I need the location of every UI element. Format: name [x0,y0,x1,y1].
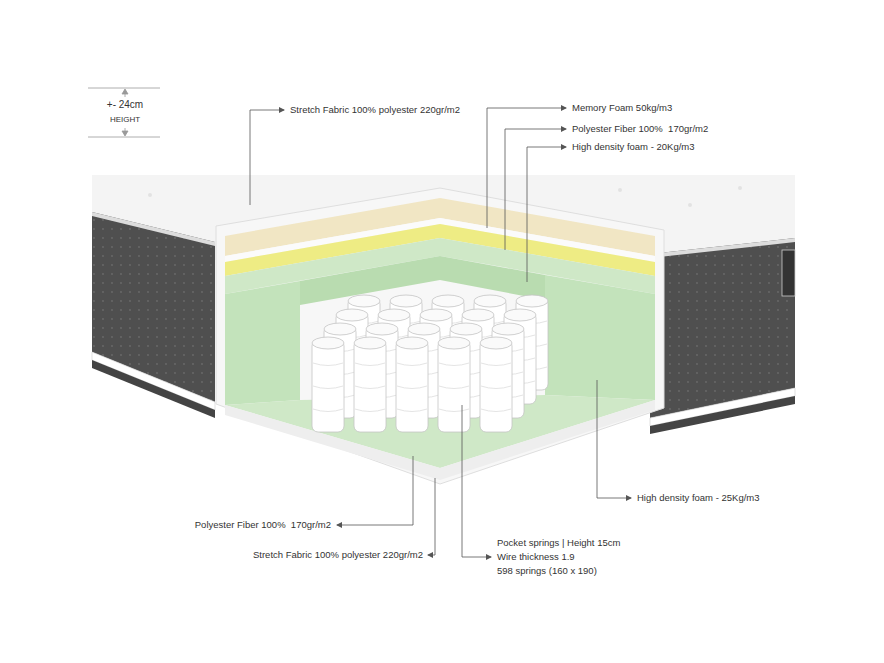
spring-part [396,337,428,349]
callout-label: Polyester Fiber 100% 170gr/m2 [572,123,708,135]
spring-part [336,309,368,321]
spring-part [324,323,356,335]
spring-part [397,409,427,412]
callout-label: High density foam - 25Kg/m3 [637,492,760,504]
spring-part [480,340,512,432]
spring-part [390,295,422,307]
spring-part [397,363,427,366]
spring-part [366,323,398,335]
spring-part [462,309,494,321]
spring-part [504,309,536,321]
spring-part [438,340,470,432]
spring-part [474,295,506,307]
spring-part [355,409,385,412]
spring-part [354,337,386,349]
callout-label: Memory Foam 50kg/m3 [572,102,672,114]
callout-label: Stretch Fabric 100% polyester 220gr/m2 [253,549,423,561]
spring-part [355,386,385,389]
spring-part [408,323,440,335]
callout-label: Polyester Fiber 100% 170gr/m2 [195,519,331,531]
spring-part [480,337,512,349]
dimension-label: HEIGHT [110,114,140,126]
pocket-springs [312,295,548,432]
spring-part [312,337,344,349]
spring-part [312,340,344,432]
callout-label: Wire thickness 1.9 [497,551,575,563]
spring-part [481,409,511,412]
spring-part [378,309,410,321]
callout-label: Stretch Fabric 100% polyester 220gr/m2 [290,104,460,116]
spring-part [432,295,464,307]
callout-label: 598 springs (160 x 190) [497,565,597,577]
spring-part [313,363,343,366]
spring-part [481,363,511,366]
callout-label: High density foam - 20Kg/m3 [572,141,695,153]
spring-part [481,386,511,389]
spring-part [420,309,452,321]
spring-part [450,323,482,335]
spring-part [348,295,380,307]
spring-part [313,386,343,389]
spring-part [313,409,343,412]
spring-part [439,386,469,389]
spring-part [355,363,385,366]
spring-part [397,386,427,389]
spring-part [396,340,428,432]
callout-label: Pocket springs | Height 15cm [497,537,620,549]
mattress-body [92,175,795,434]
leader-lines [250,108,631,557]
spring-part [438,337,470,349]
spring-part [439,409,469,412]
spring-part [439,363,469,366]
dimension-label: +- 24cm [107,99,143,111]
spring-part [354,340,386,432]
spring-part [492,323,524,335]
height-indicator [88,88,160,137]
spring-part [516,295,548,307]
